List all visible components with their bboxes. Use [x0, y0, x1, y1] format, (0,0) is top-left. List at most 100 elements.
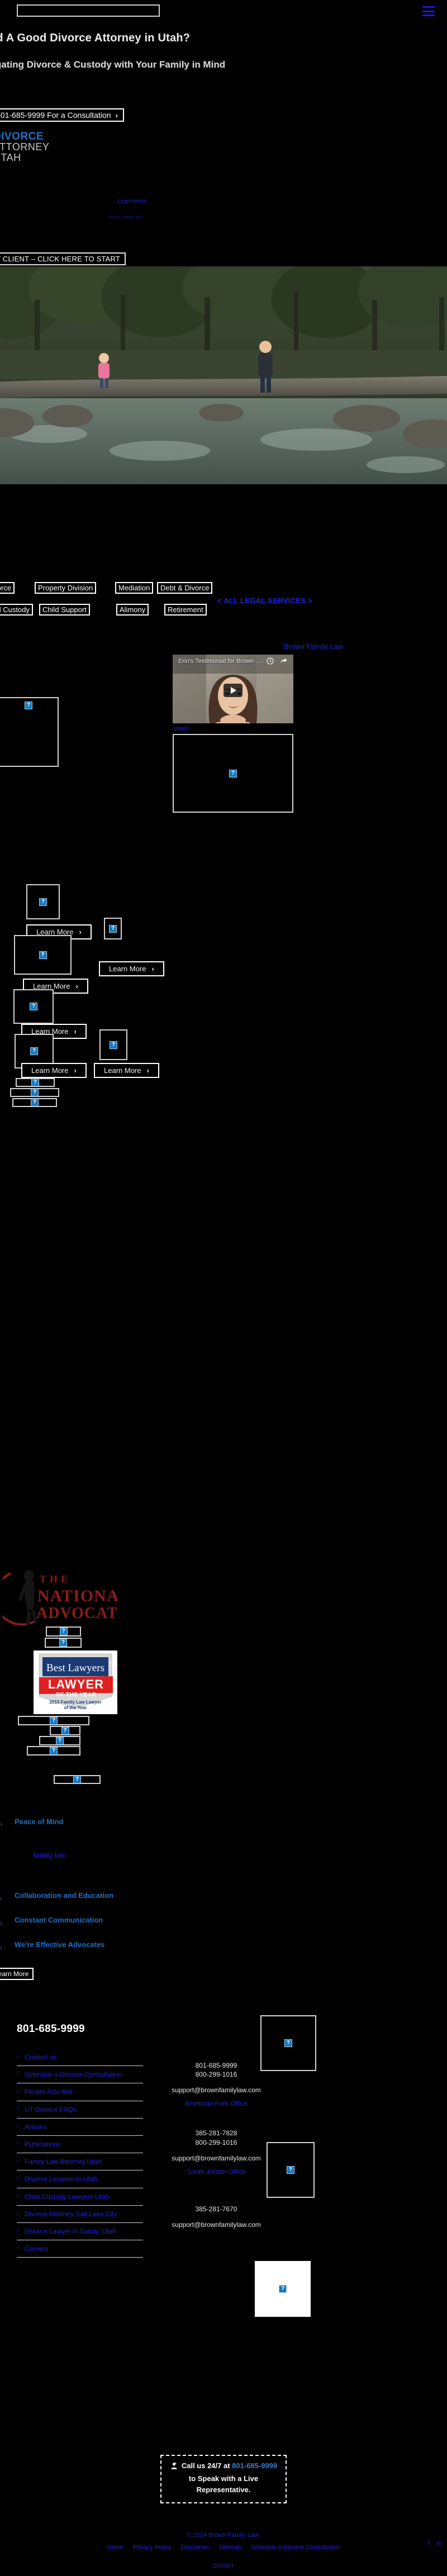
footer-link-publications[interactable]: › Publications: [17, 2136, 143, 2154]
office-email[interactable]: support@brownfamilylaw.com: [172, 2154, 261, 2162]
chip-divorce[interactable]: Divorce: [0, 582, 15, 594]
footer-nav-privacy[interactable]: Privacy Policy: [132, 2544, 172, 2551]
footer-link-label: Publications: [25, 2140, 61, 2148]
chip-child-custody[interactable]: Child Custody: [0, 604, 33, 616]
office-email[interactable]: support@brownfamilylaw.com: [172, 2220, 261, 2229]
footer-link-people-also-ask[interactable]: ›People Also Ask: [17, 2083, 143, 2101]
broken-image-icon: ?: [31, 1089, 39, 1096]
video-brand-label[interactable]: Brown Family Law: [284, 642, 344, 651]
chip-child-support[interactable]: Child Support: [39, 604, 90, 616]
svg-text:of the Year: of the Year: [64, 1705, 87, 1710]
hamburger-menu-icon[interactable]: [422, 6, 435, 16]
broken-image-icon: ?: [39, 951, 47, 959]
all-legal-services-link[interactable]: < ALL LEGAL SERVICES >: [217, 597, 313, 605]
office-phone-1[interactable]: 801-685-9999: [195, 2062, 237, 2069]
office-name[interactable]: South Jordan Office: [187, 2167, 246, 2176]
office-phone-2[interactable]: 800-299-1016: [195, 2071, 237, 2079]
footer-nav-sitemap[interactable]: Sitemap: [218, 2544, 242, 2551]
office-south-jordan: 385-281-7828 800-299-1016 support@brownf…: [152, 2129, 280, 2175]
footer-link-articles[interactable]: ›Articles: [17, 2119, 143, 2136]
chevron-right-icon: ›: [17, 2140, 19, 2147]
credit-clixsy[interactable]: CLIXSY: [212, 2563, 235, 2569]
footer-link-schedule-consultation[interactable]: ›Schedule a Divorce Consultation: [17, 2066, 143, 2084]
footer-nav-home[interactable]: Home: [107, 2544, 123, 2551]
office-name[interactable]: American Fork Office: [184, 2100, 248, 2108]
footer-link-label: Family Law Attorney Utah: [25, 2158, 101, 2166]
office-phone-2[interactable]: 800-299-1016: [195, 2138, 237, 2146]
chevron-right-icon: ›: [17, 2158, 19, 2165]
value-prop-peace-of-mind[interactable]: Peace of Mind: [15, 1817, 64, 1826]
broken-image-icon: ?: [59, 1628, 68, 1635]
chip-alimony[interactable]: Alimony: [116, 604, 149, 616]
broken-image-icon: ?: [109, 924, 117, 933]
chevron-right-icon: ›: [17, 2175, 19, 2182]
footer-link-careers[interactable]: ›Careers: [17, 2240, 143, 2258]
value-prop-bullet-3: ›: [0, 1919, 2, 1927]
hero-learn-more-link[interactable]: Learn more: [118, 198, 147, 204]
chevron-right-icon: ›: [17, 2192, 19, 2200]
family-law-label[interactable]: family law: [34, 1851, 66, 1859]
map-placeholder-1[interactable]: ?: [260, 2015, 316, 2071]
call-24-7-box[interactable]: Call us 24/7 at 801-685-9999 to Speak wi…: [160, 2455, 287, 2504]
learn-more-button-3[interactable]: Learn More ›: [23, 979, 88, 994]
learn-more-button-4[interactable]: Learn More ›: [21, 1024, 87, 1039]
office-phone-1[interactable]: 385-281-7828: [195, 2129, 237, 2138]
learn-more-button-2[interactable]: Learn More ›: [99, 961, 164, 976]
share-arrow-icon[interactable]: [279, 657, 288, 665]
value-prop-collaboration[interactable]: Collaboration and Education: [15, 1891, 113, 1900]
footer-link-contact-us[interactable]: ›Contact us: [17, 2049, 143, 2067]
footer-link-label: Careers: [25, 2245, 49, 2253]
call-24-7-text-after: to Speak with a Live Representative.: [188, 2474, 259, 2494]
content-image-5: ?: [15, 1034, 54, 1068]
testimonial-video[interactable]: Erin's Testimonial for Brown …: [173, 655, 293, 723]
learn-more-button-6[interactable]: Learn More ›: [94, 1063, 159, 1078]
footer-link-divorce-attorney-slc[interactable]: ›Divorce Attorney Salt Lake City: [17, 2206, 143, 2223]
consultation-cta-label: Call 801-685-9999 For a Consultation: [0, 111, 111, 120]
svg-text:ADVOCATES: ADVOCATES: [36, 1605, 117, 1622]
stacked-bar-3: ?: [12, 1098, 57, 1107]
map-placeholder-3[interactable]: ?: [255, 2261, 311, 2317]
value-prop-communication[interactable]: Constant Communication: [15, 1916, 103, 1924]
value-props-learn-more-button[interactable]: Learn More: [0, 1968, 34, 1980]
new-client-banner[interactable]: NEW CLIENT – CLICK HERE TO START: [0, 252, 126, 265]
chip-property-division[interactable]: Property Division: [35, 582, 97, 594]
chip-debt-divorce[interactable]: Debt & Divorce: [157, 582, 213, 594]
chip-mediation[interactable]: Mediation: [115, 582, 154, 594]
footer-phone[interactable]: 801-685-9999: [17, 2023, 85, 2035]
learn-more-label: Learn More: [36, 928, 74, 936]
facebook-icon[interactable]: f: [428, 2540, 430, 2547]
footer-link-ut-divorce-faqs[interactable]: ›UT Divorce FAQs: [17, 2101, 143, 2119]
linkedin-icon[interactable]: in: [436, 2540, 441, 2547]
chevron-right-icon: ›: [17, 2227, 19, 2234]
office-phone-1[interactable]: 385-281-7670: [195, 2205, 237, 2213]
footer-link-family-law-attorney-utah[interactable]: › Family Law Attorney Utah: [17, 2153, 143, 2171]
office-email[interactable]: support@brownfamilylaw.com: [172, 2086, 261, 2095]
footer-link-label: UT Divorce FAQs: [25, 2105, 77, 2114]
clock-icon[interactable]: [267, 657, 274, 665]
video-watch-label[interactable]: Watch: [174, 726, 189, 732]
brand-family-law-link[interactable]: brown family law: [109, 214, 142, 220]
footer-link-divorce-lawyer-sandy[interactable]: ›Divorce Lawyer in Sandy, Utah: [17, 2223, 143, 2241]
footer-nav-disclaimer[interactable]: Disclaimer: [180, 2544, 210, 2551]
footer-link-label: Divorce Attorney Salt Lake City: [25, 2210, 117, 2218]
footer-link-list: ›Contact us ›Schedule a Divorce Consulta…: [17, 2049, 143, 2258]
chip-retirement[interactable]: Retirement: [164, 604, 207, 616]
consultation-cta-button[interactable]: Call 801-685-9999 For a Consultation ›: [0, 108, 124, 122]
chevron-right-icon: ›: [115, 111, 118, 120]
footer-nav-schedule[interactable]: Schedule A Divorce Consultation: [251, 2544, 340, 2551]
left-image-placeholder-frame: [0, 697, 59, 767]
map-placeholder-2[interactable]: ?: [267, 2142, 315, 2198]
footer-link-divorce-lawyers-utah[interactable]: ›Divorce Lawyers in Utah: [17, 2170, 143, 2188]
content-image-2: ?: [14, 935, 72, 975]
footer-link-child-custody-lawyers-utah[interactable]: ›Child Custody Lawyers Utah: [17, 2188, 143, 2206]
value-prop-advocates[interactable]: We're Effective Advocates: [15, 1940, 105, 1949]
logo-line-1: DIVORCE: [0, 131, 44, 142]
play-button-icon[interactable]: [224, 683, 242, 697]
chevron-right-icon: ›: [79, 928, 82, 936]
search-input[interactable]: [17, 4, 160, 17]
site-logo[interactable]: DIVORCE ATTORNEY UTAH: [0, 131, 49, 163]
learn-more-button-5[interactable]: Learn More ›: [21, 1063, 87, 1078]
broken-image-icon: ?: [56, 1737, 64, 1745]
broken-image-icon: ?: [30, 1047, 38, 1055]
call-24-7-phone[interactable]: 801-685-9999: [232, 2461, 278, 2470]
